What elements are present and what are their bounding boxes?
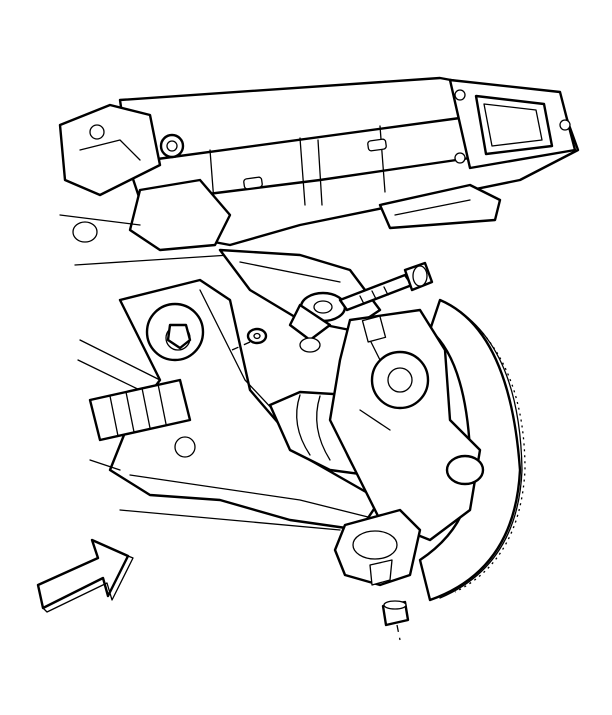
lower-control-arm <box>77 278 382 532</box>
bolt <box>338 261 434 312</box>
ball-joint <box>333 508 422 587</box>
frame-crossmember <box>58 76 580 266</box>
steering-knuckle <box>299 308 485 542</box>
view-direction-arrow <box>36 538 134 613</box>
washer <box>231 327 268 351</box>
nut <box>381 600 410 641</box>
upper-control-arm <box>218 248 382 342</box>
